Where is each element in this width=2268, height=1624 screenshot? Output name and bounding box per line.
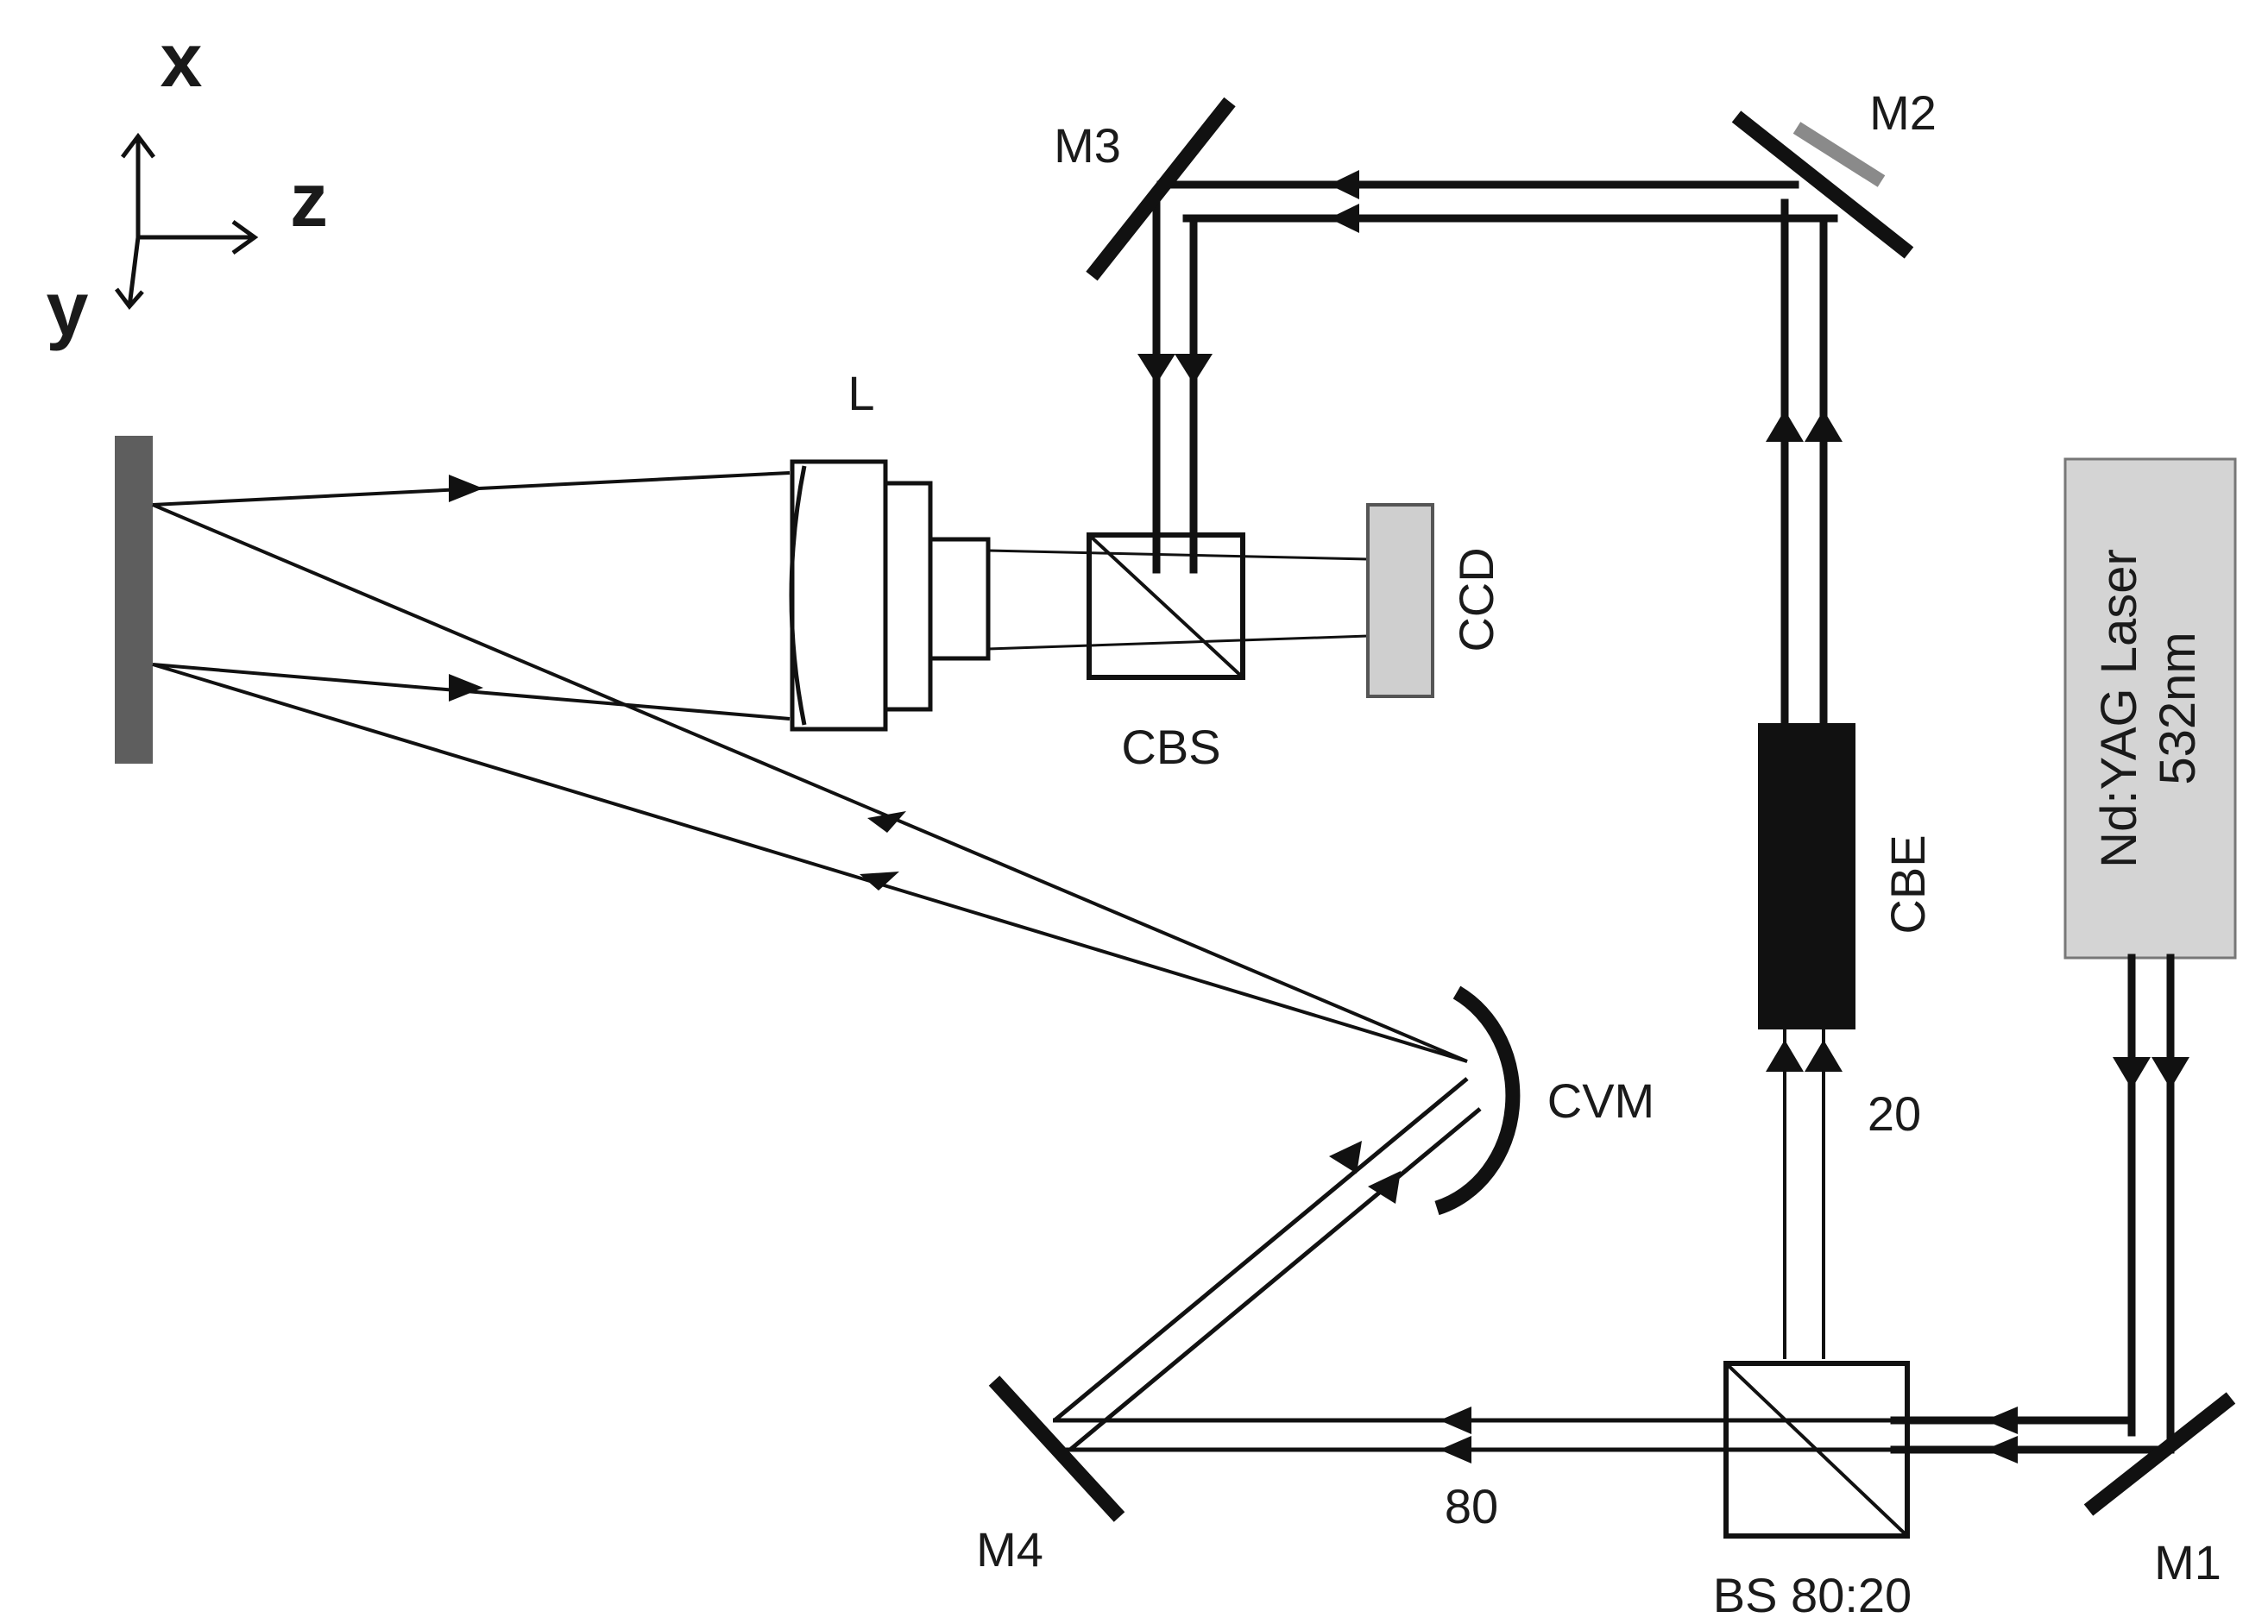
imaging-ray-lower [987, 634, 1369, 651]
test-object [115, 436, 153, 764]
left-arrow-icon [1985, 1436, 2018, 1463]
beam-paths-thick [1152, 180, 2175, 1454]
z-axis-arrow-icon [231, 219, 259, 255]
diagonal-arrow-icon [1329, 1141, 1362, 1174]
down-arrow-icon [2113, 1057, 2151, 1089]
down-arrow-icon [2151, 1057, 2189, 1089]
diagonal-arrow-icon [1368, 1171, 1401, 1204]
down-arrow-icon [1137, 354, 1175, 384]
cbs-diagonal [1087, 533, 1244, 679]
y-axis-label: y [47, 266, 89, 351]
label-ratio-80: 80 [1445, 1479, 1498, 1533]
cvm-to-object-beam-upper [152, 503, 1468, 1063]
ccd-sensor [1366, 503, 1434, 698]
m4-to-cvm-beam-upper [1053, 1077, 1469, 1422]
component-labels: M3 M2 L CBS CCD CBE CVM 20 80 M4 BS 80:2… [847, 85, 2221, 1622]
z-axis-label: z [290, 157, 328, 242]
left-arrow-icon [1985, 1407, 2018, 1434]
lens-curvature [789, 465, 807, 726]
lens-barrel-front [790, 459, 888, 732]
label-m1: M1 [2154, 1535, 2221, 1589]
convex-mirror-cvm [1434, 985, 1521, 1216]
left-arrow-icon [1329, 170, 1359, 199]
direction-arrows [449, 170, 2189, 1463]
laser-box [2063, 457, 2237, 960]
up-arrow-icon [1805, 1040, 1843, 1072]
imaging-lens [789, 459, 991, 732]
cube-beam-splitter [1087, 532, 1245, 680]
beam-expander [1758, 723, 1855, 1029]
cvm-to-object-beam-lower [152, 663, 1468, 1063]
label-m4: M4 [976, 1522, 1043, 1577]
bs-cube [1723, 1361, 1910, 1539]
left-arrow-icon [1440, 1407, 1471, 1434]
diagonal-arrow-icon [867, 811, 906, 833]
coordinate-axes: x z y [47, 17, 328, 351]
label-m3: M3 [1054, 118, 1121, 173]
right-arrow-icon [449, 475, 483, 502]
lens-barrel-mid [883, 481, 933, 712]
mirror-m3 [1086, 97, 1236, 281]
x-axis-label: x [161, 17, 203, 103]
beam-paths-thin [152, 471, 1903, 1452]
down-arrow-icon [1175, 354, 1213, 384]
mirror-m2 [1731, 110, 1914, 259]
main-beam-splitter [1723, 1361, 1910, 1539]
label-ccd: CCD [1449, 547, 1503, 651]
y-axis-arrow-icon [115, 287, 144, 310]
mirror-m1 [2083, 1392, 2236, 1516]
left-arrow-icon [1440, 1436, 1471, 1463]
label-lens: L [847, 366, 874, 420]
bs-diagonal [1724, 1362, 1909, 1538]
imaging-ray-upper [987, 549, 1369, 561]
up-arrow-icon [1766, 410, 1804, 442]
m4-to-cvm-beam-lower [1068, 1107, 1482, 1451]
mirror-m4 [988, 1375, 1125, 1522]
label-ratio-20: 20 [1868, 1086, 1921, 1141]
laser-source: Nd:YAG Laser 532nm [2063, 457, 2237, 960]
diagonal-arrow-icon [860, 872, 899, 891]
cbs-cube [1087, 532, 1245, 680]
x-axis-arrow-icon [121, 132, 155, 159]
laser-wavelength-label: 532nm [2150, 632, 2206, 784]
right-arrow-icon [449, 674, 483, 702]
mirror-m2-coating [1792, 122, 1886, 187]
up-arrow-icon [1766, 1040, 1804, 1072]
label-m2: M2 [1869, 85, 1937, 140]
up-arrow-icon [1805, 410, 1843, 442]
y-axis-line [127, 236, 141, 307]
laser-label: Nd:YAG Laser [2091, 549, 2147, 868]
left-arrow-icon [1329, 204, 1359, 233]
label-bs: BS 80:20 [1713, 1568, 1912, 1622]
label-cbe: CBE [1881, 834, 1935, 934]
label-cbs: CBS [1121, 720, 1220, 774]
label-cvm: CVM [1547, 1073, 1654, 1128]
lens-barrel-rear [928, 537, 991, 661]
